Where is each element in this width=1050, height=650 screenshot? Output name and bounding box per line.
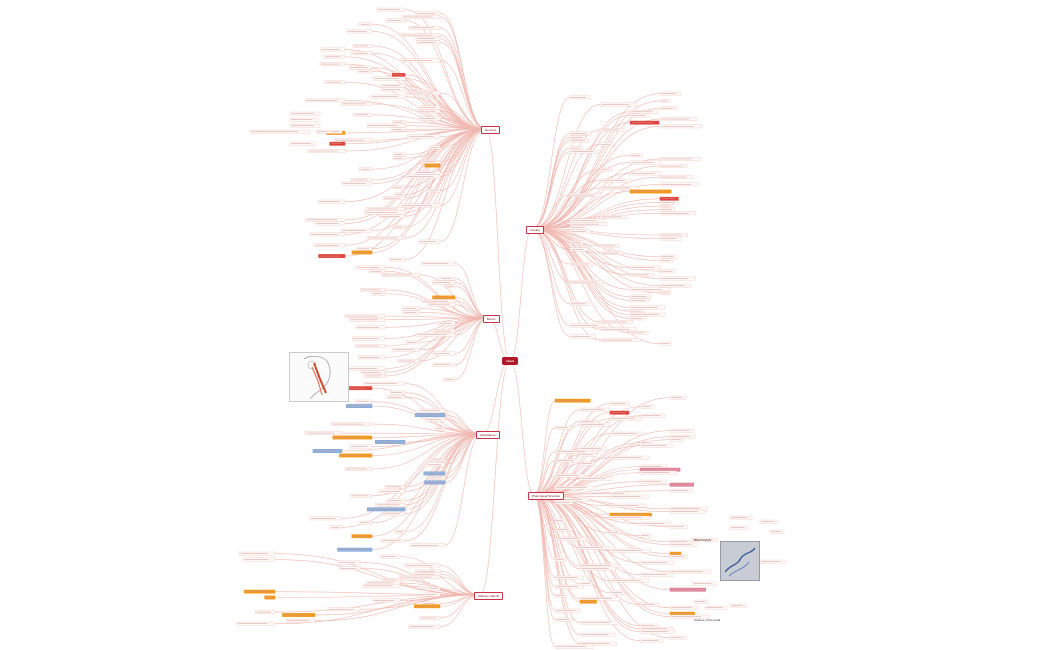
connector-line bbox=[533, 494, 641, 632]
connector-line bbox=[344, 128, 487, 203]
connector-line bbox=[371, 128, 487, 232]
branch-node-5[interactable]: Cranial bbox=[526, 226, 544, 234]
connector-line bbox=[533, 460, 556, 496]
connector-line bbox=[274, 594, 481, 613]
connector-line bbox=[439, 128, 487, 206]
leaf-nodes bbox=[236, 7, 787, 649]
branch-node-1[interactable]: Nervous bbox=[481, 126, 501, 134]
connector-line bbox=[274, 559, 481, 596]
connector-line bbox=[531, 133, 571, 230]
connector-line bbox=[531, 97, 571, 230]
connector-line bbox=[344, 128, 487, 246]
connector-line bbox=[454, 282, 489, 319]
connector-line bbox=[344, 128, 487, 134]
connector-line bbox=[439, 92, 487, 130]
connector-line bbox=[531, 140, 571, 230]
connector-line bbox=[439, 13, 487, 130]
root-node[interactable]: Head bbox=[502, 357, 518, 365]
connector-line bbox=[485, 128, 511, 362]
connector-line bbox=[344, 128, 487, 257]
connector-line bbox=[384, 267, 489, 319]
connector-line bbox=[531, 173, 631, 230]
connector-line bbox=[314, 594, 481, 616]
connector-line bbox=[531, 115, 631, 230]
side-label-blood-supply: Blood supply bbox=[694, 538, 712, 542]
connector-line bbox=[371, 433, 483, 470]
connector-line bbox=[314, 594, 481, 622]
connector-line bbox=[531, 144, 601, 230]
connector-line bbox=[531, 136, 571, 230]
connector-line bbox=[384, 317, 489, 321]
connector-line bbox=[481, 360, 511, 435]
branch-node-2[interactable]: Bones bbox=[483, 315, 500, 323]
vessel-map-figure bbox=[720, 541, 760, 581]
connector-line bbox=[531, 228, 661, 279]
connector-line bbox=[371, 433, 483, 537]
connector-line bbox=[384, 317, 489, 328]
connector-line bbox=[341, 433, 483, 452]
connector-line bbox=[344, 81, 487, 130]
branch-node-6[interactable]: Pharyngeal Structure bbox=[528, 492, 565, 500]
connector-line bbox=[439, 110, 487, 130]
connector-line bbox=[439, 60, 487, 130]
connector-line bbox=[384, 317, 489, 377]
connector-line bbox=[509, 228, 533, 362]
connector-line bbox=[371, 433, 483, 456]
connector-line bbox=[533, 421, 581, 496]
connector-line bbox=[439, 16, 487, 130]
connector-line bbox=[531, 104, 601, 230]
connector-line bbox=[439, 34, 487, 130]
connector-line bbox=[533, 494, 556, 647]
connector-line bbox=[371, 433, 483, 550]
connector-line bbox=[344, 63, 487, 130]
connector-line bbox=[454, 317, 489, 380]
connector-line bbox=[371, 423, 483, 435]
side-label-arteries: Arteries of the head bbox=[694, 618, 721, 622]
connector-line bbox=[404, 433, 483, 501]
connector-line bbox=[479, 360, 511, 596]
connector-line bbox=[439, 27, 487, 130]
connector-line bbox=[439, 42, 487, 130]
connector-line bbox=[404, 128, 487, 239]
connector-line bbox=[531, 228, 661, 239]
connector-line bbox=[274, 553, 481, 596]
branch-node-4[interactable]: Salivary Glands bbox=[474, 592, 504, 600]
branch-node-3[interactable]: Vasculature bbox=[476, 431, 500, 439]
connector-line bbox=[531, 100, 661, 230]
connector-line bbox=[439, 38, 487, 130]
connector-line bbox=[439, 128, 487, 242]
connector-line bbox=[371, 433, 483, 524]
connector-line bbox=[404, 128, 487, 260]
connector-line bbox=[533, 400, 556, 496]
connector-line bbox=[404, 433, 483, 542]
connector-line bbox=[274, 594, 481, 598]
connector-line bbox=[533, 494, 671, 572]
connector-line bbox=[344, 128, 487, 152]
connector-line bbox=[371, 103, 487, 130]
anatomy-figure bbox=[289, 352, 349, 402]
connector-line bbox=[533, 494, 581, 644]
connector-line bbox=[509, 360, 535, 496]
connector-line bbox=[419, 317, 489, 362]
